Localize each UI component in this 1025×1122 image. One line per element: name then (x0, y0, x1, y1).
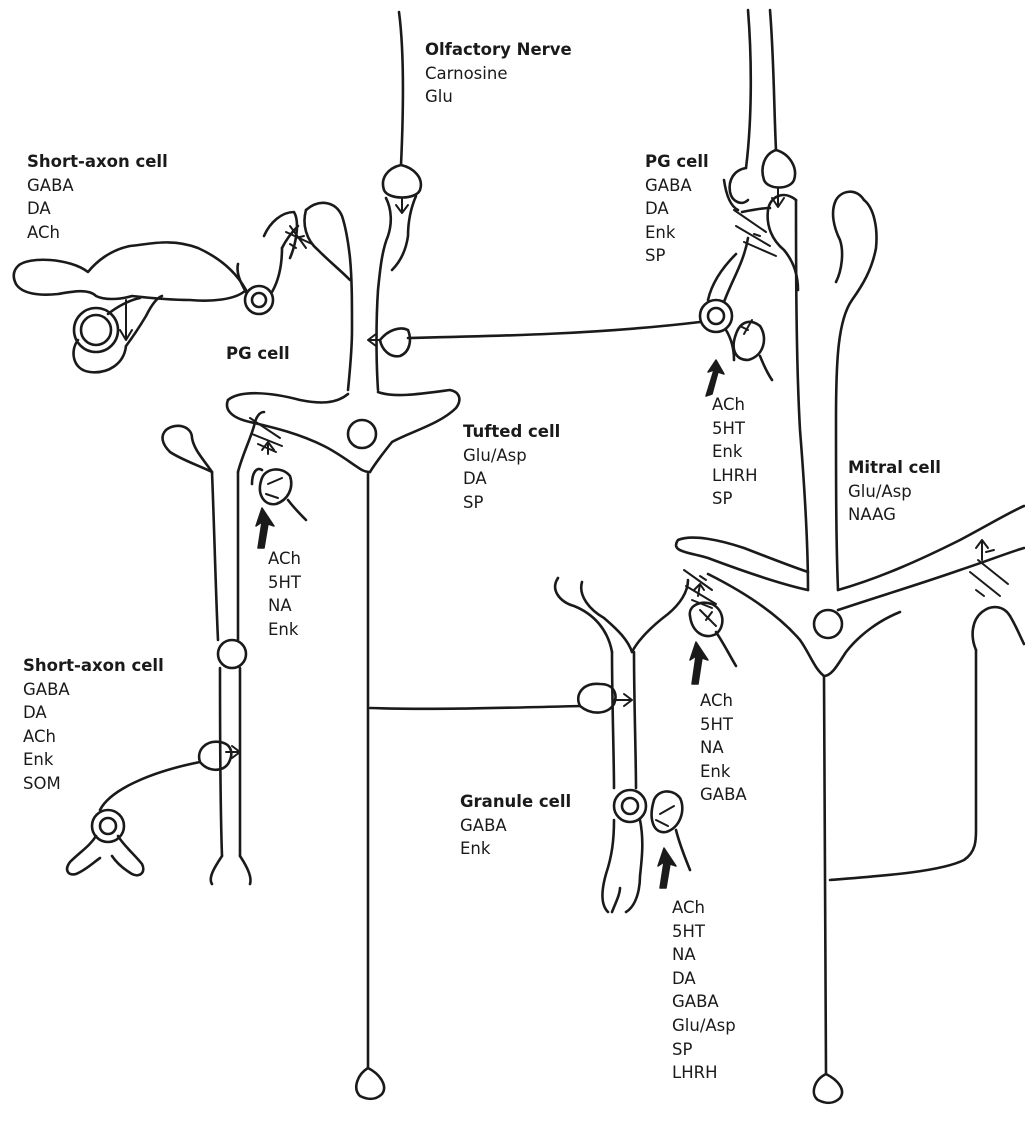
pg-cell-right-title: PG cell (645, 150, 709, 174)
olfactory-nerve-transmitter: Glu (425, 85, 572, 109)
tufted-left-input-transmitter: Enk (268, 618, 301, 642)
granule-upper-synapse (690, 603, 736, 684)
granule-upper-input-label: ACh 5HT NA Enk GABA (700, 689, 747, 807)
pg-cell-left-label: PG cell (226, 342, 290, 366)
granule-lower-input-transmitter: DA (672, 967, 736, 991)
granule-lower-input-transmitter: GABA (672, 990, 736, 1014)
granule-cell-transmitter: GABA (460, 814, 571, 838)
olfactory-nerve-transmitter: Carnosine (425, 62, 572, 86)
tufted-cell-label: Tufted cell Glu/Asp DA SP (463, 420, 560, 514)
short-axon-cell-bottom-transmitter: Enk (23, 748, 164, 772)
tufted-left-input-label: ACh 5HT NA Enk (268, 547, 301, 641)
tufted-left-input-transmitter: NA (268, 594, 301, 618)
mitral-cell-transmitter: NAAG (848, 503, 941, 527)
pg-cell-right-label: PG cell GABA DA Enk SP (645, 150, 709, 268)
short-axon-cell-top-transmitter: GABA (27, 174, 168, 198)
pg-cell-left (237, 212, 298, 314)
pg-cell-left-title: PG cell (226, 342, 290, 366)
tufted-axon-to-granule (370, 684, 632, 713)
granule-lower-input-transmitter: NA (672, 943, 736, 967)
granule-upper-input-transmitter: 5HT (700, 713, 747, 737)
granule-lower-input-label: ACh 5HT NA DA GABA Glu/Asp SP LHRH (672, 896, 736, 1085)
short-axon-cell-bottom-label: Short-axon cell GABA DA ACh Enk SOM (23, 654, 164, 796)
pg-cell-right-transmitter: SP (645, 244, 709, 268)
tufted-cell (227, 196, 459, 1099)
short-axon-cell-top-transmitter: DA (27, 197, 168, 221)
mitral-cell-transmitter: Glu/Asp (848, 480, 941, 504)
tufted-cell-transmitter: Glu/Asp (463, 444, 560, 468)
granule-upper-input-transmitter: Enk (700, 760, 747, 784)
pg-cell-right-input-label: ACh 5HT Enk LHRH SP (712, 393, 757, 511)
olfactory-nerve-label: Olfactory Nerve Carnosine Glu (425, 38, 572, 109)
short-axon-cell-bottom-transmitter: ACh (23, 725, 164, 749)
tufted-cell-title: Tufted cell (463, 420, 560, 444)
short-axon-cell-bottom-transmitter: SOM (23, 772, 164, 796)
granule-like-cell-left (163, 412, 306, 884)
short-axon-cell-bottom-transmitter: DA (23, 701, 164, 725)
pg-cell-right (700, 210, 776, 396)
granule-cell-transmitter: Enk (460, 837, 571, 861)
tufted-axon-to-pg-right (368, 322, 700, 356)
granule-lower-input-transmitter: SP (672, 1038, 736, 1062)
tufted-cell-transmitter: DA (463, 467, 560, 491)
tufted-left-input-transmitter: 5HT (268, 571, 301, 595)
granule-lower-input-transmitter: ACh (672, 896, 736, 920)
short-axon-cell-bottom-transmitter: GABA (23, 678, 164, 702)
pg-right-input-transmitter: SP (712, 487, 757, 511)
granule-lower-input-transmitter: 5HT (672, 920, 736, 944)
tufted-cell-transmitter: SP (463, 491, 560, 515)
granule-upper-input-transmitter: NA (700, 736, 747, 760)
short-axon-cell-bottom-title: Short-axon cell (23, 654, 164, 678)
granule-upper-input-transmitter: ACh (700, 689, 747, 713)
olfactory-nerve-title: Olfactory Nerve (425, 38, 572, 62)
olfactory-nerve-fibers-right (730, 10, 795, 207)
granule-upper-input-transmitter: GABA (700, 783, 747, 807)
pg-right-input-transmitter: LHRH (712, 464, 757, 488)
granule-cell (555, 578, 690, 912)
mitral-cell-title: Mitral cell (848, 456, 941, 480)
short-axon-cell-top-label: Short-axon cell GABA DA ACh (27, 150, 168, 244)
tufted-left-input-transmitter: ACh (268, 547, 301, 571)
pg-cell-right-transmitter: Enk (645, 221, 709, 245)
pg-cell-right-transmitter: DA (645, 197, 709, 221)
pg-right-input-transmitter: Enk (712, 440, 757, 464)
granule-lower-input-transmitter: Glu/Asp (672, 1014, 736, 1038)
pg-right-input-transmitter: 5HT (712, 417, 757, 441)
granule-cell-title: Granule cell (460, 790, 571, 814)
short-axon-cell-top-title: Short-axon cell (27, 150, 168, 174)
mitral-cell-label: Mitral cell Glu/Asp NAAG (848, 456, 941, 527)
granule-lower-input-transmitter: LHRH (672, 1061, 736, 1085)
pg-cell-right-transmitter: GABA (645, 174, 709, 198)
granule-cell-label: Granule cell GABA Enk (460, 790, 571, 861)
pg-right-input-transmitter: ACh (712, 393, 757, 417)
short-axon-cell-top-transmitter: ACh (27, 221, 168, 245)
short-axon-cell-top-left (14, 242, 246, 372)
olfactory-nerve-fiber-left (383, 12, 421, 213)
